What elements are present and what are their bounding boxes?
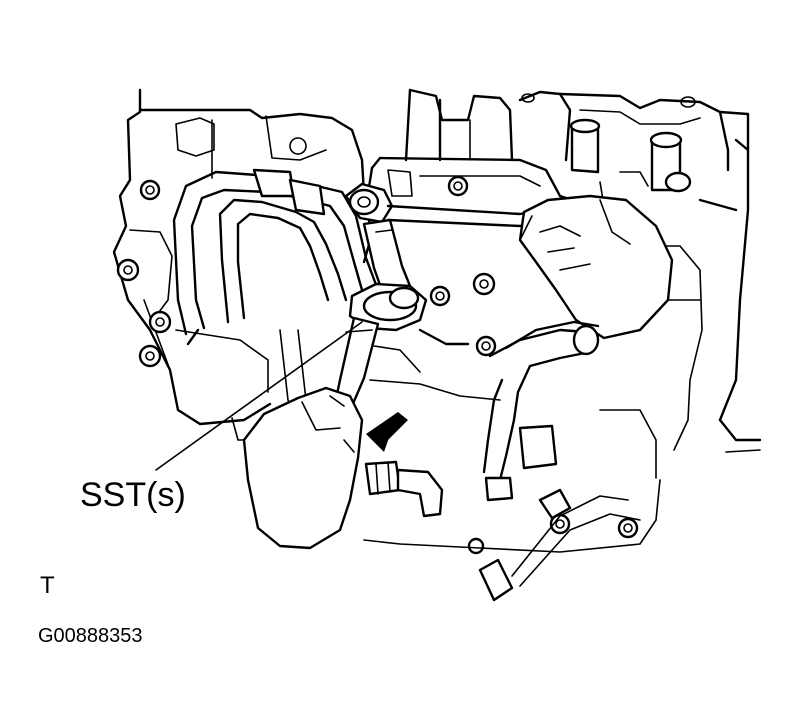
right-hand: [518, 194, 674, 340]
view-letter-label: T: [40, 572, 55, 599]
left-hand: [242, 386, 364, 550]
lower-cooler-pipe: [482, 320, 600, 502]
upper-studs: [521, 93, 696, 207]
lower-case-details: [363, 328, 661, 602]
elbow-pipe-fitting: [344, 182, 562, 304]
sst-callout-label: SST(s): [80, 476, 186, 514]
indicator-arrow: [366, 412, 408, 452]
housing-bolts: [116, 175, 639, 555]
sst-leader-line: [155, 321, 363, 471]
oil-cooler-pipes: [172, 168, 380, 421]
figure-code-label: G00888353: [38, 625, 143, 647]
target-fitting: [364, 460, 444, 518]
